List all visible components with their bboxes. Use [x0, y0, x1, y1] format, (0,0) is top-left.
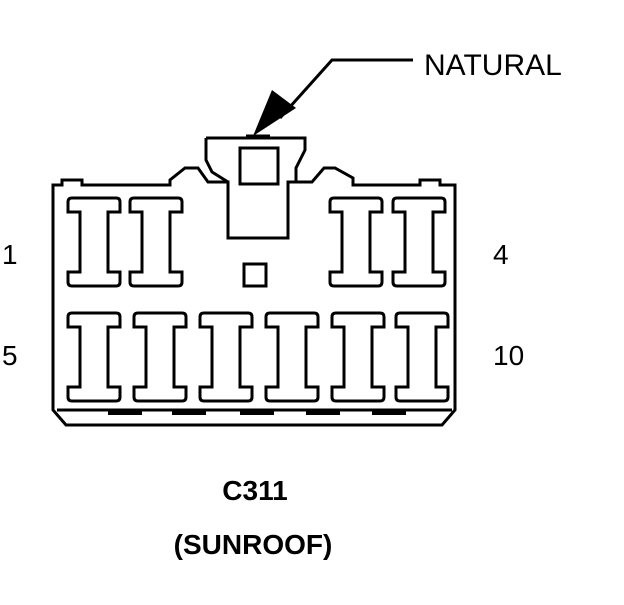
connector-name: (SUNROOF) — [174, 529, 333, 560]
bottom-dashes — [108, 409, 406, 415]
key-square — [242, 262, 268, 288]
cavity-bottom-6 — [394, 311, 450, 403]
pin-label-1: 1 — [2, 239, 18, 270]
cavity-bottom-4 — [264, 311, 320, 403]
pin-label-10: 10 — [493, 340, 524, 371]
cavity-bottom-1 — [66, 311, 122, 403]
pin-label-5: 5 — [2, 340, 18, 371]
cavity-top-2 — [128, 196, 184, 288]
connector-latch — [204, 134, 307, 186]
cavity-top-1 — [66, 196, 122, 288]
terminal-cavities — [66, 196, 450, 403]
connector-id: C311 — [222, 475, 287, 506]
cavity-bottom-5 — [330, 311, 386, 403]
pin-label-4: 4 — [493, 239, 509, 270]
callout-leader — [253, 58, 413, 136]
cavity-top-4 — [391, 196, 447, 288]
cavity-top-3 — [328, 196, 384, 288]
cavity-bottom-3 — [198, 311, 254, 403]
cavity-bottom-2 — [132, 311, 188, 403]
callout-label: NATURAL — [424, 49, 562, 82]
